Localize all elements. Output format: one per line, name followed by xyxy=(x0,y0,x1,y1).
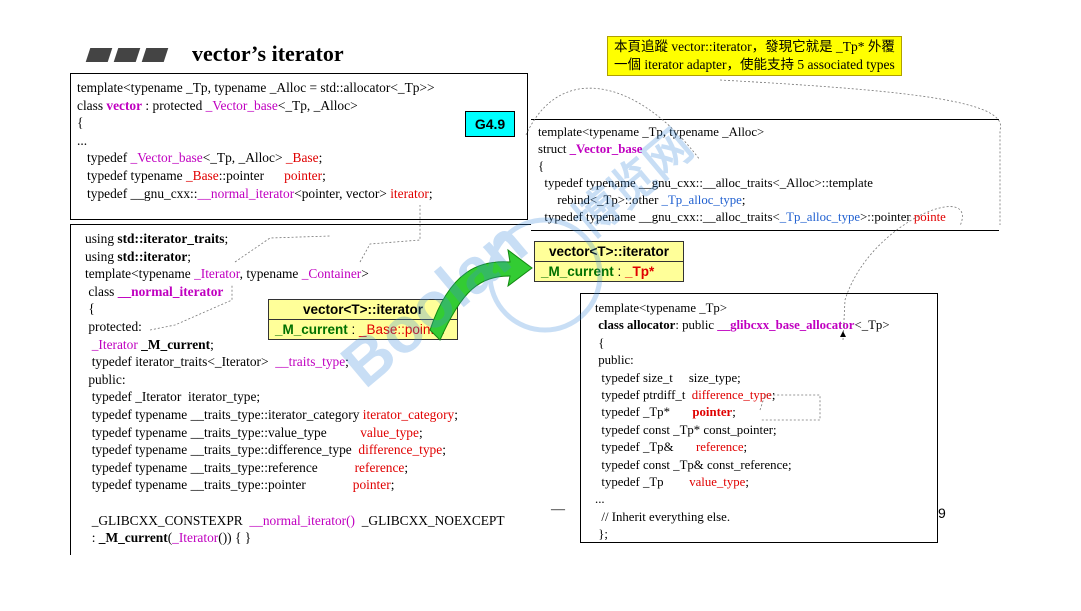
vector-base-box: template<typename _Tp, typename _Alloc> … xyxy=(531,119,999,231)
normal-iterator-code: using std::iterator_traits; using std::i… xyxy=(85,231,505,546)
iterator-info-1-member: _M_current xyxy=(275,322,348,337)
iterator-info-1-type: _Base::pointer xyxy=(359,322,447,337)
allocator-box: template<typename _Tp> class allocator: … xyxy=(580,293,938,543)
iterator-info-box-1: vector<T>::iterator _M_current : _Base::… xyxy=(268,299,458,340)
version-badge: G4.9 xyxy=(465,111,515,137)
vector-base-code: template<typename _Tp, typename _Alloc> … xyxy=(538,125,946,224)
note-line-1: 本頁追蹤 vector::iterator，發現它就是 _Tp* 外覆 xyxy=(614,39,895,54)
allocator-code: template<typename _Tp> class allocator: … xyxy=(595,301,890,542)
page-number: 9 xyxy=(938,505,946,521)
ellipsis-dash: — xyxy=(551,502,565,517)
iterator-info-2-title: vector<T>::iterator xyxy=(548,244,670,259)
vector-class-box: template<typename _Tp, typename _Alloc =… xyxy=(70,73,528,220)
note-box: 本頁追蹤 vector::iterator，發現它就是 _Tp* 外覆 一個 i… xyxy=(607,36,902,76)
iterator-info-2-head: vector<T>::iterator xyxy=(535,242,683,262)
normal-iterator-box: using std::iterator_traits; using std::i… xyxy=(70,224,545,555)
iterator-info-1-body: _M_current : _Base::pointer xyxy=(269,320,457,339)
iterator-info-2-sep: : xyxy=(613,264,626,279)
iterator-info-1-head: vector<T>::iterator xyxy=(269,300,457,320)
iterator-info-2-type: _Tp* xyxy=(625,264,655,279)
page-title: vector’s iterator xyxy=(192,41,344,66)
iterator-info-1-sep: : xyxy=(347,322,360,337)
vector-class-code: template<typename _Tp, typename _Alloc =… xyxy=(77,80,435,201)
iterator-info-2-member: _M_current xyxy=(541,264,614,279)
iterator-info-box-2: vector<T>::iterator _M_current : _Tp* xyxy=(534,241,684,282)
note-line-2: 一個 iterator adapter，使能支持 5 associated ty… xyxy=(614,57,895,72)
iterator-info-1-title: vector<T>::iterator xyxy=(302,302,424,317)
title-decoration xyxy=(85,48,172,67)
iterator-info-2-body: _M_current : _Tp* xyxy=(535,262,683,281)
